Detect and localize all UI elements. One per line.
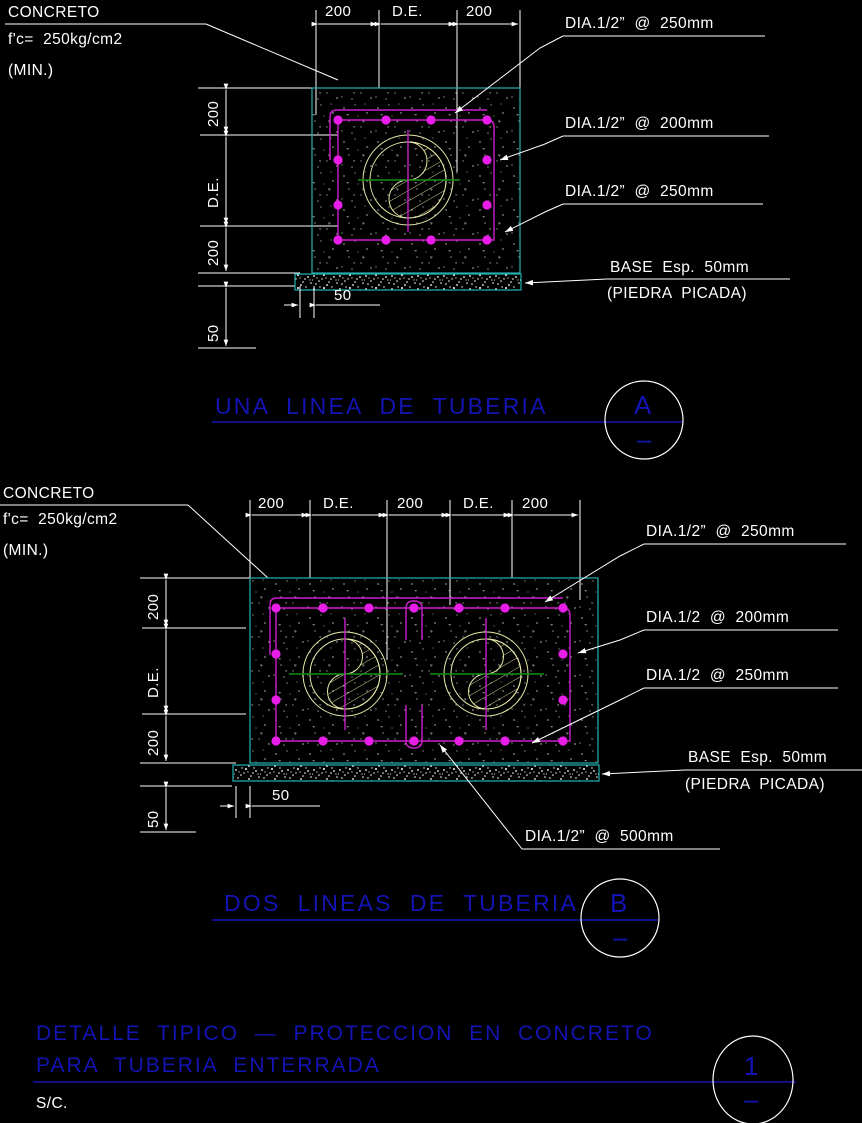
detail-b-group: CONCRETO f'c= 250kg/cm2 (MIN.) 200 D.E. … [0, 485, 862, 958]
concrete-strength: f'c= 250kg/cm2 [8, 31, 123, 48]
callout-b-1: DIA.1/2 @ 200mm [646, 609, 789, 626]
detail-b-callouts: DIA.1/2” @ 250mm DIA.1/2 @ 200mm DIA.1/2… [439, 523, 862, 850]
concreto-leader [205, 23, 339, 81]
callout-b-0: DIA.1/2” @ 250mm [646, 523, 795, 540]
base-note-a-line2: (PIEDRA PICADA) [607, 285, 747, 302]
detail-b-pipe-left [289, 618, 403, 730]
detail-b-pipe-right [430, 618, 544, 730]
rebar-bar-dots [333, 115, 492, 245]
detail-a-group: CONCRETO f'c= 250kg/cm2 (MIN.) 200 D.E. … [5, 3, 790, 460]
concrete-strength-b: f'c= 250kg/cm2 [3, 511, 118, 528]
dim-left-a-0: 200 [205, 101, 222, 127]
detail-b-concrete-body [249, 577, 599, 764]
rebar-bar-dots-b [271, 603, 568, 746]
detail-b-bubble-letter: B [610, 888, 627, 918]
main-title-line2: PARA TUBERIA ENTERRADA [36, 1054, 381, 1077]
detail-b-left-dimensions: 200 D.E. 200 50 [140, 573, 250, 833]
dim-top-a-2: 200 [466, 3, 492, 20]
callout-b-2: DIA.1/2 @ 250mm [646, 667, 789, 684]
detail-a-concrete-note: CONCRETO f'c= 250kg/cm2 (MIN.) [5, 4, 339, 81]
detail-a-gravel-base [294, 273, 522, 291]
concreto-label-b: CONCRETO [3, 485, 95, 502]
tie-callout-b: DIA.1/2” @ 500mm [525, 828, 674, 845]
dim-left-a-2: 200 [205, 240, 222, 266]
detail-b-title: DOS LINEAS DE TUBERIA [224, 890, 578, 916]
sheet-bubble-number: 1 [744, 1051, 758, 1081]
detail-a-bubble-circle [604, 380, 684, 460]
dim-left-b-2: 200 [145, 730, 162, 756]
dim-left-b-1: D.E. [145, 667, 162, 698]
detail-a-title: UNA LINEA DE TUBERIA [215, 393, 548, 419]
callout-a-0: DIA.1/2” @ 250mm [565, 15, 714, 32]
base-note-b-line1: BASE Esp. 50mm [688, 749, 827, 766]
detail-a-pipe [358, 130, 460, 232]
concreto-label: CONCRETO [8, 4, 100, 21]
dim-left-b-3: 50 [145, 811, 162, 829]
detail-b-gravel-base [232, 764, 600, 782]
dim-top-b-3: D.E. [463, 495, 494, 512]
main-title-block: DETALLE TIPICO — PROTECCION EN CONCRETO … [33, 1022, 796, 1123]
detail-b-base-dimension: 50 [220, 786, 320, 818]
dim-top-b-1: D.E. [323, 495, 354, 512]
callout-a-2: DIA.1/2” @ 250mm [565, 183, 714, 200]
detail-b-bubble-circle [580, 878, 660, 958]
concreto-leader-b [187, 504, 269, 579]
dim-base-b: 50 [272, 787, 290, 804]
dim-left-a-3: 50 [205, 325, 222, 343]
detail-a-base-dimension: 50 [284, 286, 380, 318]
detail-a-callouts: DIA.1/2” @ 250mm DIA.1/2” @ 200mm DIA.1/… [454, 15, 790, 302]
detail-b-concrete-note: CONCRETO f'c= 250kg/cm2 (MIN.) [0, 485, 269, 579]
base-note-a-line1: BASE Esp. 50mm [610, 259, 749, 276]
dim-top-b-2: 200 [397, 495, 423, 512]
detail-a-title-block: UNA LINEA DE TUBERIA A – [212, 380, 684, 460]
detail-a-rebar-cage [329, 109, 495, 245]
dim-left-b-0: 200 [145, 594, 162, 620]
detail-a-left-dimensions: 200 D.E. 200 50 [198, 83, 338, 349]
callout-a-1: DIA.1/2” @ 200mm [565, 115, 714, 132]
sheet-bubble-sub: – [744, 1084, 759, 1114]
detail-a-bubble-letter: A [634, 390, 652, 420]
detail-a-bubble-sub: – [637, 424, 652, 454]
dim-left-a-1: D.E. [205, 177, 222, 208]
main-title-line1: DETALLE TIPICO — PROTECCION EN CONCRETO [36, 1022, 654, 1045]
concrete-min-b: (MIN.) [3, 542, 48, 559]
detail-b-title-block: DOS LINEAS DE TUBERIA B – [212, 878, 660, 958]
concrete-min: (MIN.) [8, 62, 53, 79]
dim-top-b-4: 200 [522, 495, 548, 512]
dim-top-a-1: D.E. [392, 3, 423, 20]
dim-base-a: 50 [334, 287, 352, 304]
base-note-b-line2: (PIEDRA PICADA) [685, 776, 825, 793]
dim-top-a-0: 200 [325, 3, 351, 20]
sheet-bubble-circle [712, 1035, 794, 1123]
scale-note: S/C. [36, 1095, 68, 1112]
detail-a-top-dimensions: 200 D.E. 200 [311, 3, 521, 172]
detail-b-bubble-sub: – [613, 922, 628, 952]
dim-top-b-0: 200 [258, 495, 284, 512]
detail-b-rebar-cage [269, 597, 571, 749]
